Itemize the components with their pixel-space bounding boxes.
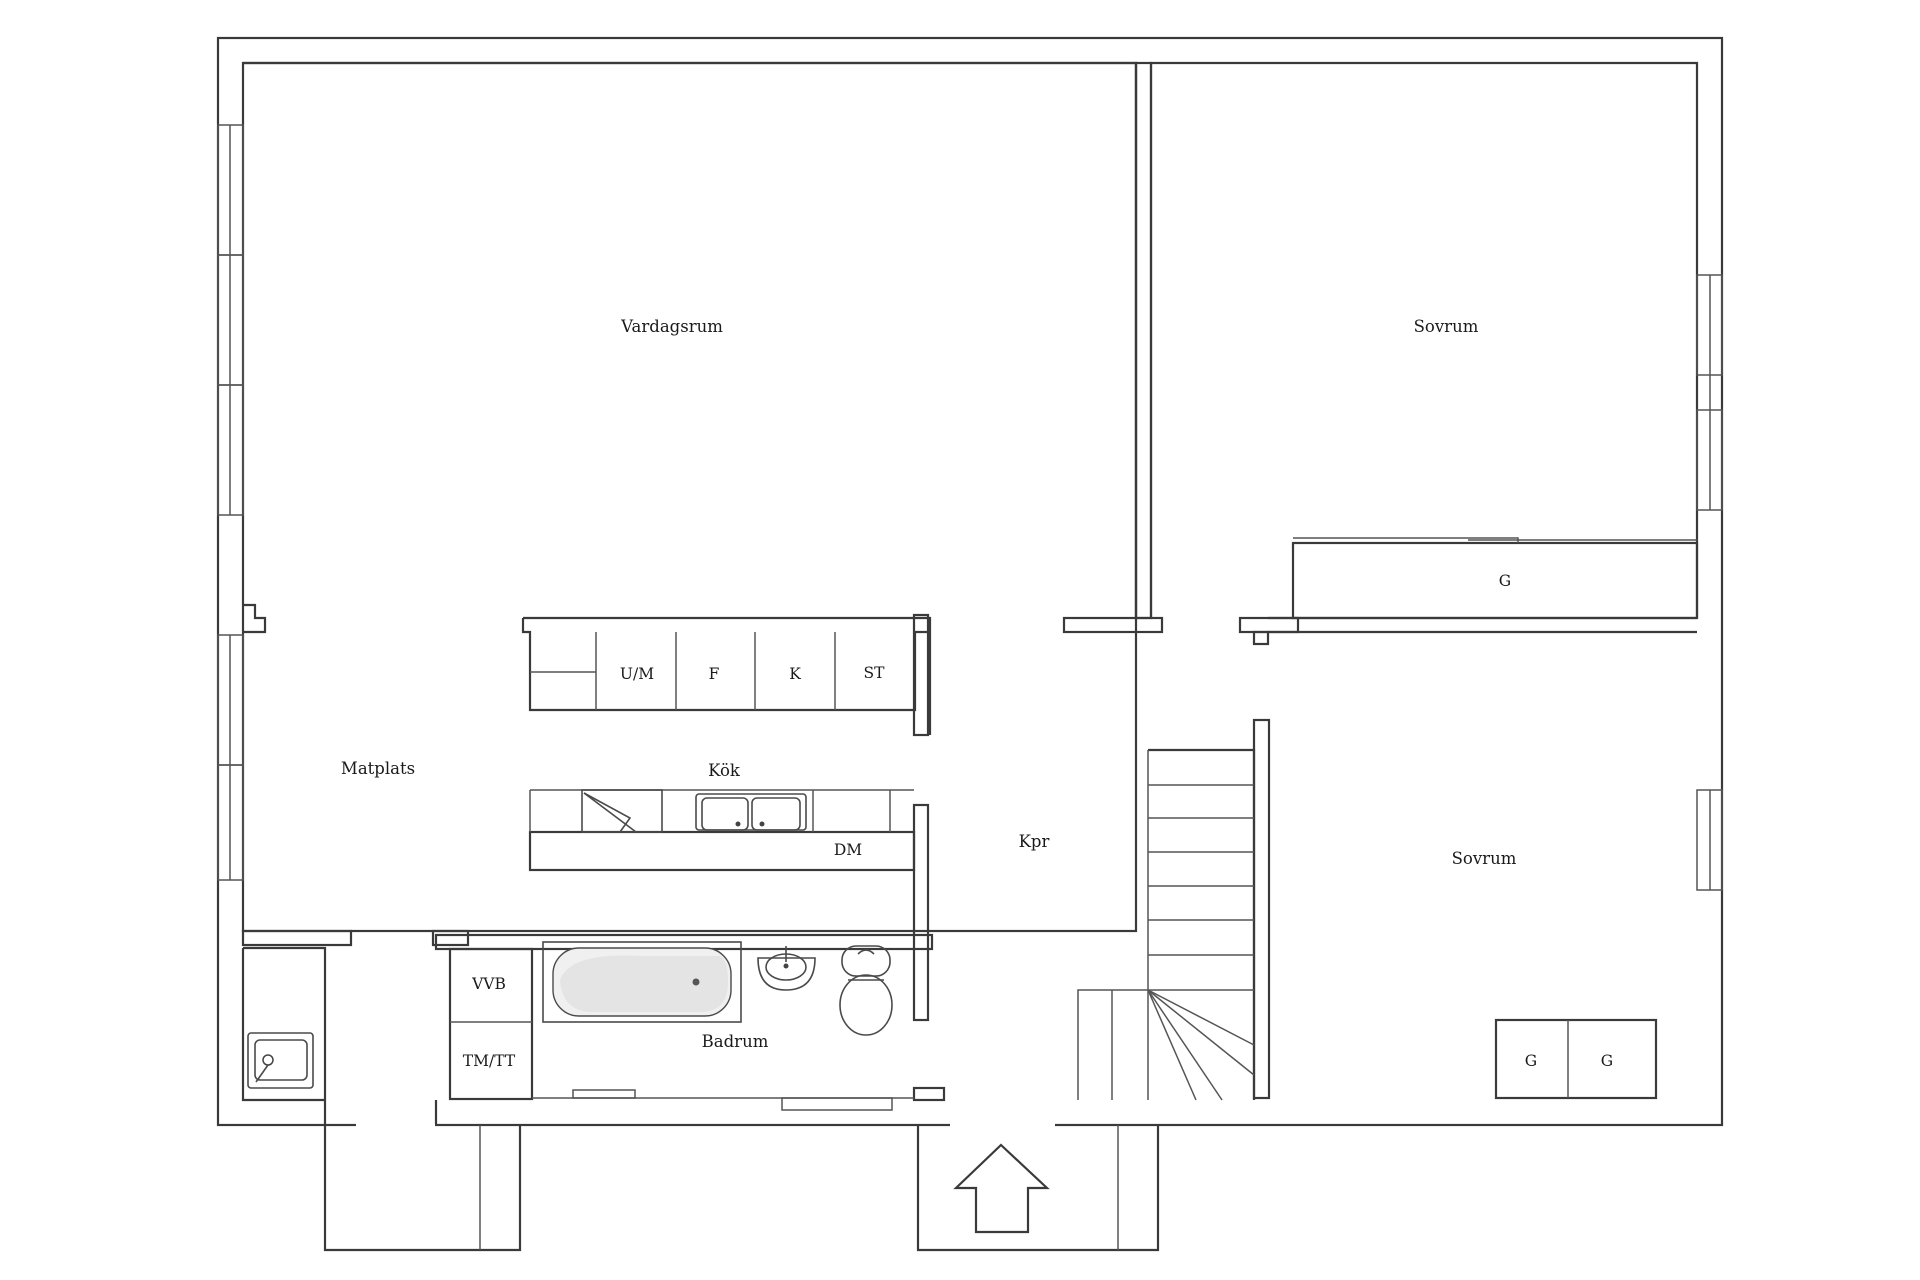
hood-icon	[581, 789, 663, 833]
entrance-arrow-icon	[953, 1143, 1050, 1234]
kitchen-sink-icon	[695, 793, 807, 831]
wardrobe-label-top: G	[1499, 572, 1511, 590]
interior-walls	[241, 61, 1697, 1125]
kitchen-lower-counter	[528, 789, 916, 872]
appliance-label-freezer: K	[789, 665, 801, 683]
appliance-label-dishwasher: DM	[834, 841, 862, 859]
room-label-bedroom-top: Sovrum	[1414, 317, 1479, 336]
wardrobe-label-bottom-left: G	[1525, 1052, 1537, 1070]
utility-sink-icon	[247, 1032, 314, 1089]
bathtub-icon	[542, 941, 742, 1023]
appliance-label-washer-dryer: TM/TT	[463, 1052, 516, 1070]
staircase	[1077, 748, 1256, 1101]
room-label-bedroom-bottom: Sovrum	[1452, 849, 1517, 868]
room-label-hallway: Kpr	[1019, 832, 1050, 851]
left-windows	[217, 124, 244, 881]
room-label-dining: Matplats	[341, 759, 415, 778]
room-label-bathroom: Badrum	[702, 1032, 769, 1051]
outer-walls	[216, 36, 1724, 1127]
appliance-label-stove: ST	[864, 664, 886, 682]
right-windows	[1696, 274, 1723, 891]
kitchen-upper-counter	[521, 616, 932, 735]
appliance-label-fridge: F	[709, 665, 720, 683]
bathroom-fixtures	[434, 933, 934, 1111]
wardrobe-bottom	[1494, 1018, 1658, 1100]
utility-corner	[243, 946, 327, 1100]
wardrobe-top	[1291, 537, 1699, 620]
toilet-icon	[839, 945, 893, 1036]
room-label-living: Vardagsrum	[620, 317, 723, 336]
wardrobe-label-bottom-right: G	[1601, 1052, 1613, 1070]
exterior-bays	[323, 1100, 1160, 1252]
washbasin-icon	[757, 946, 816, 991]
room-label-kitchen: Kök	[708, 761, 741, 780]
appliance-label-water-heater: VVB	[471, 975, 506, 993]
appliance-label-um: U/M	[620, 665, 654, 683]
